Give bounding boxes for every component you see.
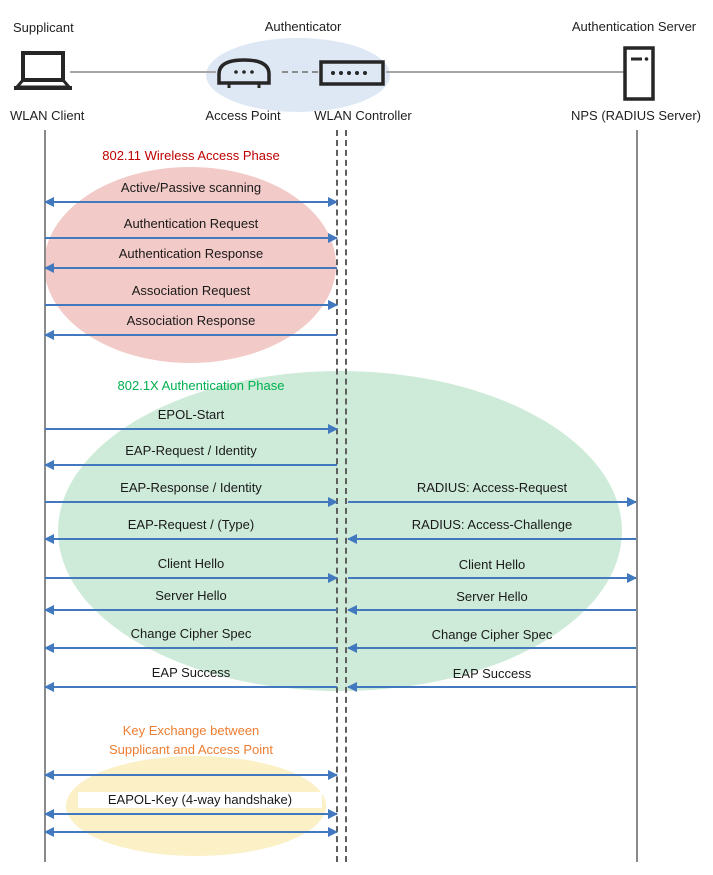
message-label: RADIUS: Access-Challenge [411,517,573,532]
role-title-authenticator: Authenticator [264,19,342,34]
lifeline-controller-dash-2 [345,130,347,862]
message-label: EAP Success [151,665,231,680]
connector-line-left [70,71,216,73]
lifeline-auth-server [636,130,638,862]
arrow-eap-response-identity [45,497,338,507]
message-label: Change Cipher Spec [431,627,553,642]
lifeline-controller-dash-1 [336,130,338,862]
message-label: Server Hello [456,589,528,604]
message-label: Association Response [126,313,256,328]
server-icon [622,46,656,107]
message-label: EAP Success [452,666,532,681]
arrow-eapol-key-3 [44,827,338,837]
arrow-eap-request-type [44,534,337,544]
arrow-eapol-key-1 [44,770,338,780]
message-label: Client Hello [458,557,526,572]
arrow-change-cipher-spec-left [44,643,337,653]
message-label: RADIUS: Access-Request [416,480,568,495]
arrow-server-hello-left [44,605,337,615]
message-label: EAPOL-Key (4-way handshake) [78,792,322,808]
caption-nps: NPS (RADIUS Server) [570,108,702,123]
message-label: Server Hello [155,588,227,603]
arrow-change-cipher-spec-right [347,643,636,653]
connector-line-middle-dashed [282,71,318,73]
arrow-eap-success-left [44,682,337,692]
caption-wlan-client: WLAN Client [10,108,85,123]
arrow-active-passive-scanning [44,197,338,207]
arrow-eapol-key-2 [44,809,338,819]
access-point-icon [213,52,275,95]
laptop-icon [12,50,74,97]
arrow-radius-access-request [348,497,637,507]
arrow-authentication-request [45,233,338,243]
message-label: Client Hello [157,556,225,571]
phase3-title-line1: Key Exchange between [122,723,260,738]
phase2-ellipse [58,371,622,691]
message-label: EAP-Response / Identity [120,480,262,495]
wlan-controller-icon [319,58,385,93]
phase3-title-line2: Supplicant and Access Point [108,742,274,757]
connector-line-right [386,71,624,73]
caption-wlan-controller: WLAN Controller [314,108,412,123]
message-label: Authentication Request [123,216,259,231]
arrow-server-hello-right [347,605,636,615]
arrow-association-response [44,330,337,340]
phase1-ellipse [44,167,336,363]
message-label: Association Request [131,283,251,298]
role-title-supplicant: Supplicant [13,20,74,35]
arrow-epol-start [45,424,338,434]
arrow-radius-access-challenge [347,534,636,544]
arrow-eap-request-identity [44,460,337,470]
message-label: EAP-Request / Identity [125,443,257,458]
lifeline-supplicant [44,130,46,862]
message-label: EAP-Request / (Type) [127,517,255,532]
message-label: Authentication Response [118,246,264,261]
phase2-title: 802.1X Authentication Phase [117,378,285,393]
message-label: Active/Passive scanning [120,180,262,195]
role-title-auth-server: Authentication Server [571,19,697,34]
phase1-title: 802.11 Wireless Access Phase [102,148,280,163]
message-label: Change Cipher Spec [130,626,252,641]
arrow-client-hello-left [45,573,338,583]
message-label: EPOL-Start [157,407,225,422]
caption-access-point: Access Point [205,108,281,123]
arrow-association-request [45,300,338,310]
arrow-eap-success-right [347,682,636,692]
authenticator-highlight-ellipse [206,38,390,112]
arrow-client-hello-right [348,573,637,583]
arrow-authentication-response [44,263,337,273]
